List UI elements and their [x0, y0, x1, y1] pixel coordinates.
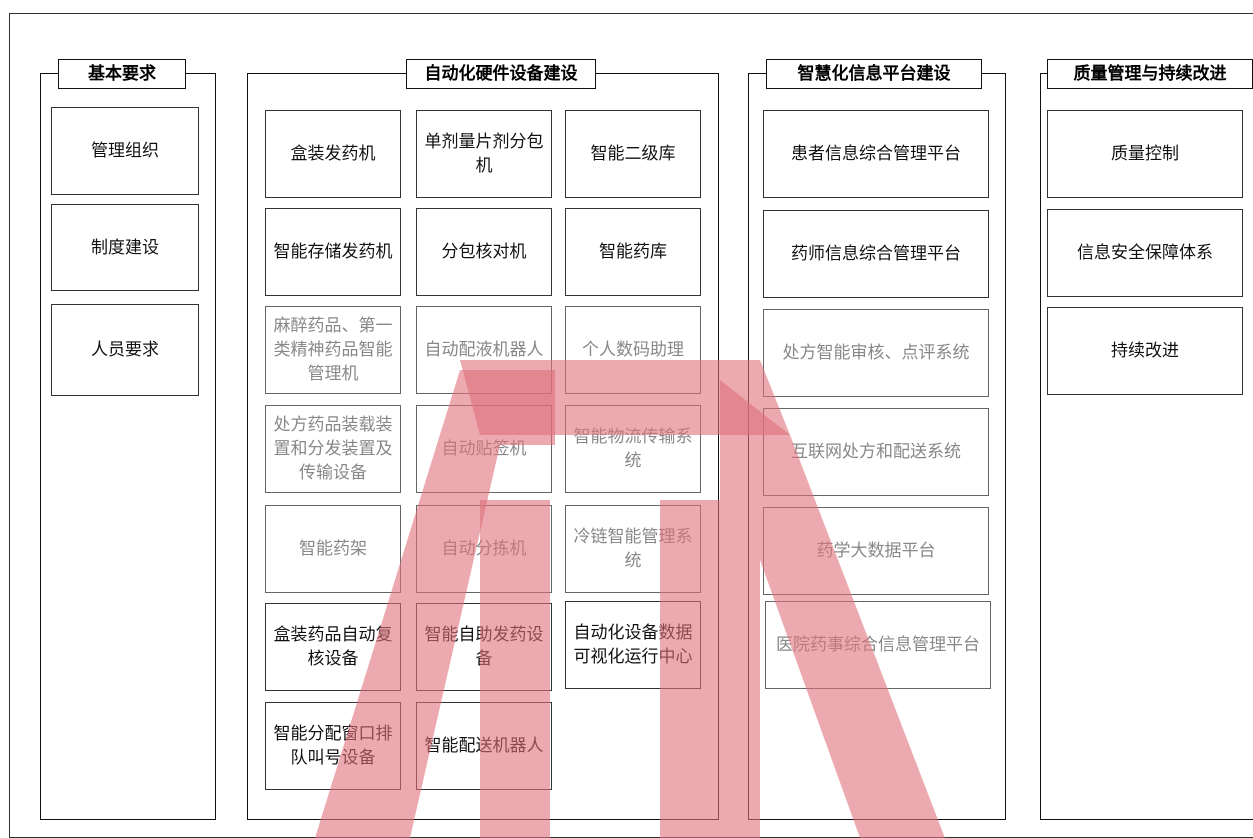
- item-box: 智能药架: [265, 505, 401, 593]
- item-box: 麻醉药品、第一类精神药品智能管理机: [265, 306, 401, 394]
- item-box: 自动化设备数据可视化运行中心: [565, 601, 701, 689]
- item-box: 智能存储发药机: [265, 208, 401, 296]
- item-box: 自动贴签机: [416, 405, 552, 493]
- column-basic-requirements: 基本要求: [40, 59, 216, 820]
- item-box: 制度建设: [51, 204, 199, 291]
- item-box: 质量控制: [1047, 110, 1243, 198]
- item-box: 智能二级库: [565, 110, 701, 198]
- item-box: 处方智能审核、点评系统: [763, 309, 989, 397]
- item-box: 互联网处方和配送系统: [763, 408, 989, 496]
- item-box: 个人数码助理: [565, 306, 701, 394]
- item-box: 持续改进: [1047, 307, 1243, 395]
- item-box: 智能药库: [565, 208, 701, 296]
- item-box: 医院药事综合信息管理平台: [765, 601, 991, 689]
- item-box: 智能自助发药设备: [416, 603, 552, 691]
- column-hardware: 自动化硬件设备建设: [247, 59, 719, 820]
- item-box: 药师信息综合管理平台: [763, 210, 989, 298]
- column-title: 自动化硬件设备建设: [406, 59, 596, 89]
- item-box: 智能物流传输系统: [565, 405, 701, 493]
- item-box: 信息安全保障体系: [1047, 209, 1243, 297]
- item-box: 自动配液机器人: [416, 306, 552, 394]
- item-box: 患者信息综合管理平台: [763, 110, 989, 198]
- item-box: 单剂量片剂分包机: [416, 110, 552, 198]
- column-quality: 质量管理与持续改进: [1040, 59, 1253, 820]
- item-box: 人员要求: [51, 304, 199, 396]
- item-box: 智能分配窗口排队叫号设备: [265, 702, 401, 790]
- item-box: 处方药品装载装置和分发装置及传输设备: [265, 405, 401, 493]
- item-box: 盒装药品自动复核设备: [265, 603, 401, 691]
- item-box: 智能配送机器人: [416, 702, 552, 790]
- item-box: 分包核对机: [416, 208, 552, 296]
- column-title: 质量管理与持续改进: [1047, 59, 1253, 89]
- item-box: 药学大数据平台: [763, 507, 989, 595]
- column-title: 智慧化信息平台建设: [766, 59, 982, 89]
- item-box: 盒装发药机: [265, 110, 401, 198]
- column-title: 基本要求: [58, 59, 186, 89]
- item-box: 自动分拣机: [416, 505, 552, 593]
- item-box: 冷链智能管理系统: [565, 505, 701, 593]
- item-box: 管理组织: [51, 107, 199, 195]
